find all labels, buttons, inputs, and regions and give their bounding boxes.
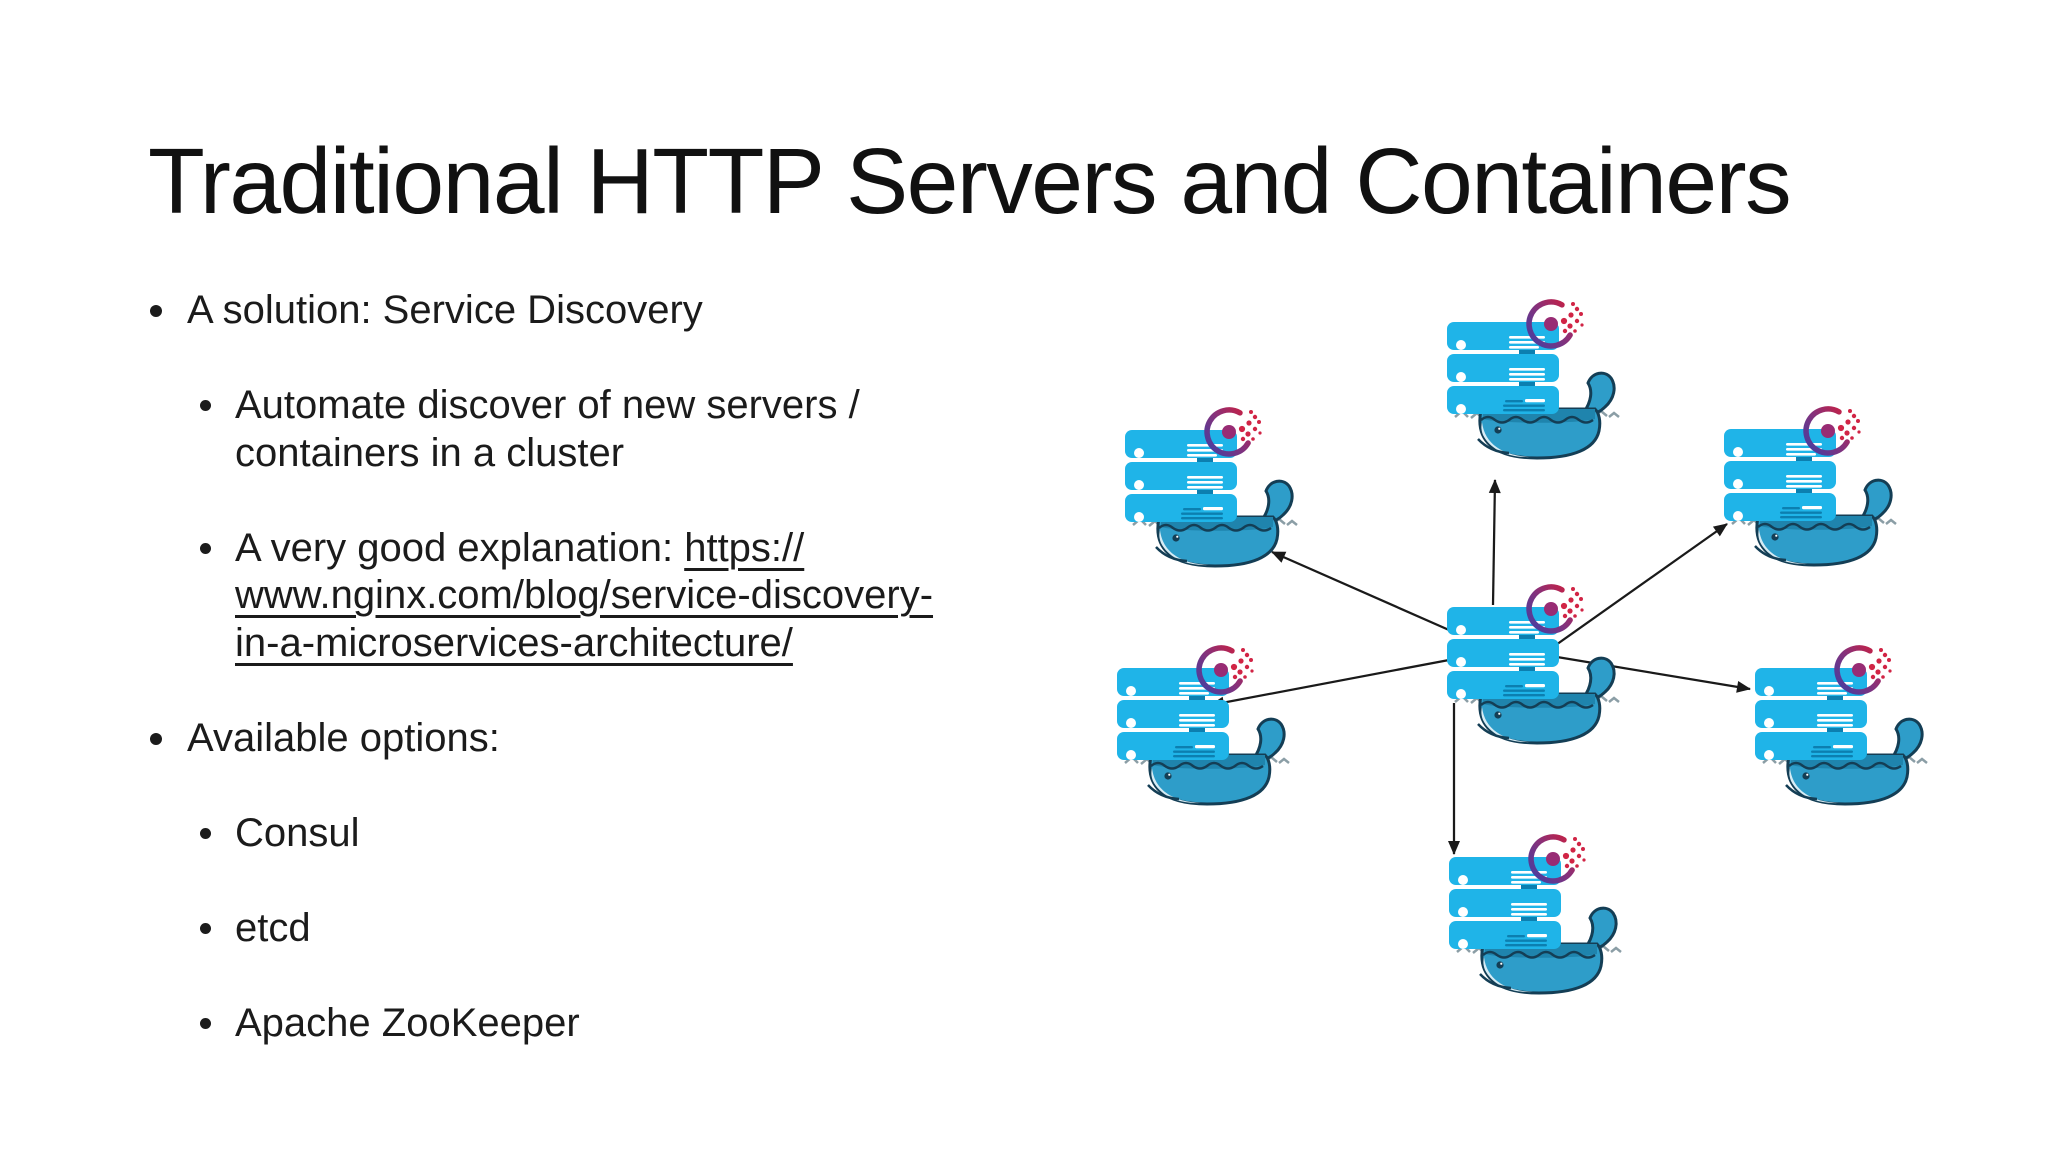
discovery-arrow-center-to-lower-right bbox=[1550, 654, 1751, 693]
bullet-item: Available options: bbox=[148, 715, 1068, 763]
docker-host-node-lower-left bbox=[1117, 648, 1289, 804]
discovery-arrow-center-to-top bbox=[1488, 479, 1501, 606]
docker-host-node-top bbox=[1447, 302, 1619, 458]
bullet-line: Consul bbox=[235, 810, 1068, 858]
bullet-line: containers in a cluster bbox=[235, 430, 1068, 478]
bullet-dot-icon bbox=[200, 827, 211, 839]
bullet-text: Consul bbox=[235, 810, 360, 855]
bullet-line: etcd bbox=[235, 905, 1068, 953]
bullet-line: www.nginx.com/blog/service-discovery- bbox=[235, 572, 1068, 620]
docker-host-node-center bbox=[1447, 587, 1619, 743]
bullet-line: Apache ZooKeeper bbox=[235, 1000, 1068, 1048]
bullet-line: A very good explanation: https:// bbox=[235, 525, 1068, 573]
bullet-text: Apache ZooKeeper bbox=[235, 1000, 580, 1045]
nginx-blog-link[interactable]: in-a-microservices-architecture/ bbox=[235, 620, 793, 665]
bullet-text: etcd bbox=[235, 905, 311, 950]
bullet-line: in-a-microservices-architecture/ bbox=[235, 620, 1068, 668]
discovery-arrow-center-to-upper-right bbox=[1545, 523, 1728, 653]
bullet-dot-icon bbox=[200, 542, 211, 554]
nginx-blog-link[interactable]: www.nginx.com/blog/service-discovery- bbox=[235, 573, 934, 617]
bullet-dot-icon bbox=[200, 922, 211, 934]
slide-title: Traditional HTTP Servers and Containers bbox=[148, 129, 1792, 233]
bullet-line: Available options: bbox=[187, 715, 1068, 763]
discovery-arrow-center-to-lower-left bbox=[1210, 658, 1450, 709]
discovery-arrow-center-to-upper-left bbox=[1271, 550, 1450, 632]
bullet-item: Consul bbox=[148, 810, 1068, 858]
bullet-text: A very good explanation: bbox=[235, 525, 685, 570]
bullet-text: Available options: bbox=[187, 715, 500, 760]
nginx-blog-link[interactable]: https:// bbox=[684, 525, 805, 570]
bullet-dot-icon bbox=[150, 732, 162, 745]
arrow-layer bbox=[1210, 479, 1751, 855]
docker-host-node-lower-right bbox=[1755, 648, 1927, 804]
bullet-item: Automate discover of new servers /contai… bbox=[148, 382, 1068, 477]
bullet-line: A solution: Service Discovery bbox=[187, 287, 1068, 335]
bullet-text: A solution: Service Discovery bbox=[187, 288, 703, 332]
bullet-text: Automate discover of new servers / bbox=[235, 383, 860, 427]
node-layer bbox=[1117, 302, 1927, 993]
bullet-item: A very good explanation: https://www.ngi… bbox=[148, 525, 1068, 668]
bullet-item: A solution: Service Discovery bbox=[148, 287, 1068, 335]
bullet-item: Apache ZooKeeper bbox=[148, 1000, 1068, 1048]
docker-host-node-upper-right bbox=[1724, 409, 1896, 565]
bullet-item: etcd bbox=[148, 905, 1068, 953]
bullet-dot-icon bbox=[200, 1017, 211, 1029]
bullet-text: containers in a cluster bbox=[235, 430, 625, 475]
bullet-line: Automate discover of new servers / bbox=[235, 382, 1068, 430]
docker-host-node-bottom bbox=[1449, 837, 1621, 993]
bullet-dot-icon bbox=[150, 305, 162, 317]
docker-host-node-upper-left bbox=[1125, 410, 1297, 566]
bullet-dot-icon bbox=[200, 400, 211, 411]
